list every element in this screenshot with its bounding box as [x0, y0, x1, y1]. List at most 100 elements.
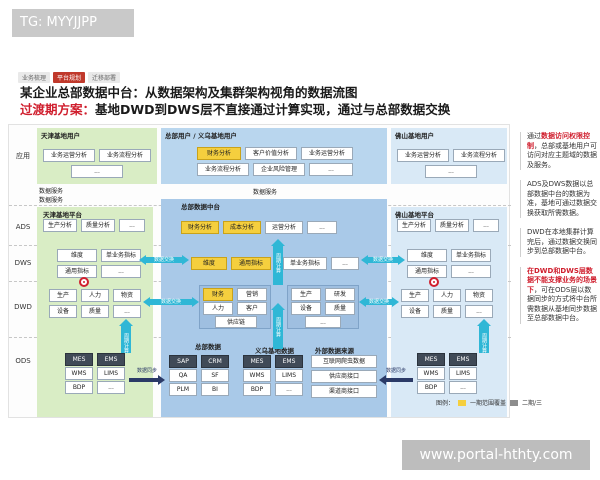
dws-hq-dim: 维度	[191, 257, 227, 270]
exchange-arrow-dws-right-label: 数据交换	[372, 257, 393, 263]
app-hq-risk: 企业风险管理	[253, 163, 305, 176]
tab-business[interactable]: 业务梳理	[18, 72, 51, 83]
zone-label-fs-platform: 佛山基地平台	[395, 211, 434, 219]
app-hq-process: 业务流程分析	[197, 163, 249, 176]
zone-label-fs-user: 佛山基地用户	[395, 132, 434, 140]
app-hq-ops: 业务运营分析	[301, 147, 353, 160]
dws-tj-more: ...	[101, 265, 141, 278]
zone-label-tj-platform: 天津基地平台	[43, 211, 82, 219]
zone-label-ext-data: 外部数据来源	[315, 347, 354, 355]
row-label-dwd: DWD	[14, 303, 32, 311]
ads-fs-more: ...	[473, 219, 499, 232]
zone-label-hq-platform: 总部数据中台	[181, 203, 220, 211]
dwd-hq-finance: 财务	[203, 288, 233, 301]
subtitle-rest: 基地DWD到DWS层不直接通过计算实现，通过与总部数据交换	[95, 102, 451, 117]
dwd-hq-supply: 供应链	[215, 316, 257, 328]
data-sync-arrow-right: 数据同步	[379, 368, 413, 385]
note-1-post: ，总部或基地用户可访问对应主题域的数据及服务。	[527, 141, 597, 169]
note-1-red: 数据访问权限控制	[527, 132, 590, 150]
tab-platform[interactable]: 平台规划	[53, 72, 86, 83]
slide-title: 某企业总部数据中台：从数据架构及集群架构视角的数据流图	[20, 85, 358, 100]
app-tj-more: ...	[71, 165, 123, 178]
permission-icon-right	[429, 277, 439, 287]
ods-tj-mes: MES	[65, 353, 93, 366]
dwd-fs-more: ...	[465, 305, 493, 318]
dws-fs-single: 单业务指标	[451, 249, 491, 262]
label-data-service-left2: 数据服务	[39, 197, 64, 204]
dwd-tj-quality: 质量	[81, 305, 109, 318]
ods-ext-crawler: 互联网爬虫数据	[311, 355, 377, 368]
dwd-hq-equip: 设备	[291, 302, 321, 315]
dws-hq-single: 单业务指标	[283, 257, 327, 270]
exchange-arrow-dws-right: 数据交换	[361, 255, 405, 265]
ods-tj-wms: WMS	[65, 367, 93, 380]
ods-yw-bdp: BDP	[243, 383, 271, 396]
tab-strip: 业务梳理 平台规划 迁移部署	[18, 72, 121, 83]
ods-tj-lims: LIMS	[97, 367, 125, 380]
period-calc-arrow-lower: 周期计算	[271, 303, 285, 349]
subtitle-prefix: 过渡期方案：	[20, 102, 96, 117]
exchange-arrow-dwd-left: 数据交换	[143, 297, 199, 307]
dwd-hq-marketing: 营销	[237, 288, 267, 301]
note-4-post: ，可在ODS层以数据同步的方式将中台所需数据从基地同步数据至总部数据中台。	[527, 285, 597, 323]
period-calc-arrow-tj: 周期计算	[119, 319, 133, 353]
legend-item-2: 二期/三	[522, 400, 543, 407]
dwd-tj-more: ...	[113, 305, 141, 318]
period-calc-arrow-upper: 周期计算	[271, 239, 285, 285]
dwd-tj-material: 物资	[113, 289, 141, 302]
zone-label-yw-data: 义乌基地数据	[255, 347, 294, 355]
legend-item-1: 一期范围覆盖	[470, 400, 507, 407]
ods-fs-ems: EMS	[449, 353, 477, 366]
ads-tj-prod: 生产分析	[43, 219, 77, 232]
ods-yw-lims: LIMS	[275, 369, 303, 382]
watermark-top: TG: MYYJJPP	[12, 9, 134, 37]
ods-tj-bdp: BDP	[65, 381, 93, 394]
note-2: ADS及DWS数据以总部数据中台的数据为准，基地可通过数据交换获取所需数据。	[520, 180, 598, 218]
period-calc-lower-label: 周期计算	[275, 317, 281, 337]
dws-hq-more: ...	[331, 257, 359, 270]
note-4: 在DWD和DWS层数据不能支撑业务的场景下，可在ODS层以数据同步的方式将中台所…	[520, 266, 598, 324]
ods-hq-plm: PLM	[169, 383, 197, 396]
dws-tj-single: 单业务指标	[101, 249, 141, 262]
zone-label-hq-user: 总部用户 / 义乌基地用户	[165, 132, 237, 140]
legend-swatch-yellow	[458, 399, 467, 406]
app-hq-customer: 客户价值分析	[245, 147, 297, 160]
ods-ext-channel: 渠道商接口	[311, 385, 377, 398]
ods-hq-sap: SAP	[169, 355, 197, 368]
ads-fs-prod: 生产分析	[397, 219, 431, 232]
note-3-pre: DWD在本地集群计算完后，通过数据交换同步到总部数据中台。	[527, 228, 597, 255]
dwd-hq-hr: 人力	[203, 302, 233, 315]
app-tj-process: 业务流程分析	[99, 149, 151, 162]
data-sync-arrow-left: 数据同步	[129, 368, 165, 385]
dwd-fs-quality: 质量	[433, 305, 461, 318]
watermark-bottom: www.portal-hthty.com	[402, 440, 590, 470]
ads-tj-quality: 质量分析	[81, 219, 115, 232]
ods-hq-sf: SF	[201, 369, 229, 382]
label-data-service-left: 数据服务	[39, 188, 64, 195]
note-4-red: 在DWD和DWS层数据不能支撑业务的场景下	[527, 266, 597, 294]
ods-yw-wms: WMS	[243, 369, 271, 382]
legend-swatch-grey	[510, 399, 519, 406]
ods-yw-mes: MES	[243, 355, 271, 368]
period-calc-tj-label: 周期计算	[123, 333, 129, 353]
data-sync-left-label: 数据同步	[136, 368, 157, 374]
tab-deploy[interactable]: 迁移部署	[88, 72, 121, 83]
legend: 图例： 一期范围覆盖 二期/三	[436, 398, 542, 407]
ods-yw-ems: EMS	[275, 355, 303, 368]
ods-hq-bi: BI	[201, 383, 229, 396]
exchange-arrow-dwd-right: 数据交换	[359, 297, 399, 307]
label-data-service-mid: 数据服务	[253, 189, 278, 196]
dwd-fs-equip: 设备	[401, 305, 429, 318]
legend-label: 图例：	[436, 400, 455, 407]
slide-subtitle: 过渡期方案：基地DWD到DWS层不直接通过计算实现，通过与总部数据交换	[20, 99, 450, 118]
dwd-hq-customer: 客户	[237, 302, 267, 315]
note-1: 通过数据访问权限控制，总部或基地用户可访问对应主题域的数据及服务。	[520, 132, 598, 170]
row-label-ads: ADS	[15, 223, 31, 231]
note-3: DWD在本地集群计算完后，通过数据交换同步到总部数据中台。	[520, 228, 598, 257]
app-fs-more: ...	[425, 165, 477, 178]
exchange-arrow-dws-left-label: 数据交换	[153, 257, 174, 263]
period-calc-upper-label: 周期计算	[275, 253, 281, 273]
dws-hq-common: 通用指标	[231, 257, 271, 270]
permission-icon-left	[79, 277, 89, 287]
ods-yw-more: ...	[275, 383, 303, 396]
